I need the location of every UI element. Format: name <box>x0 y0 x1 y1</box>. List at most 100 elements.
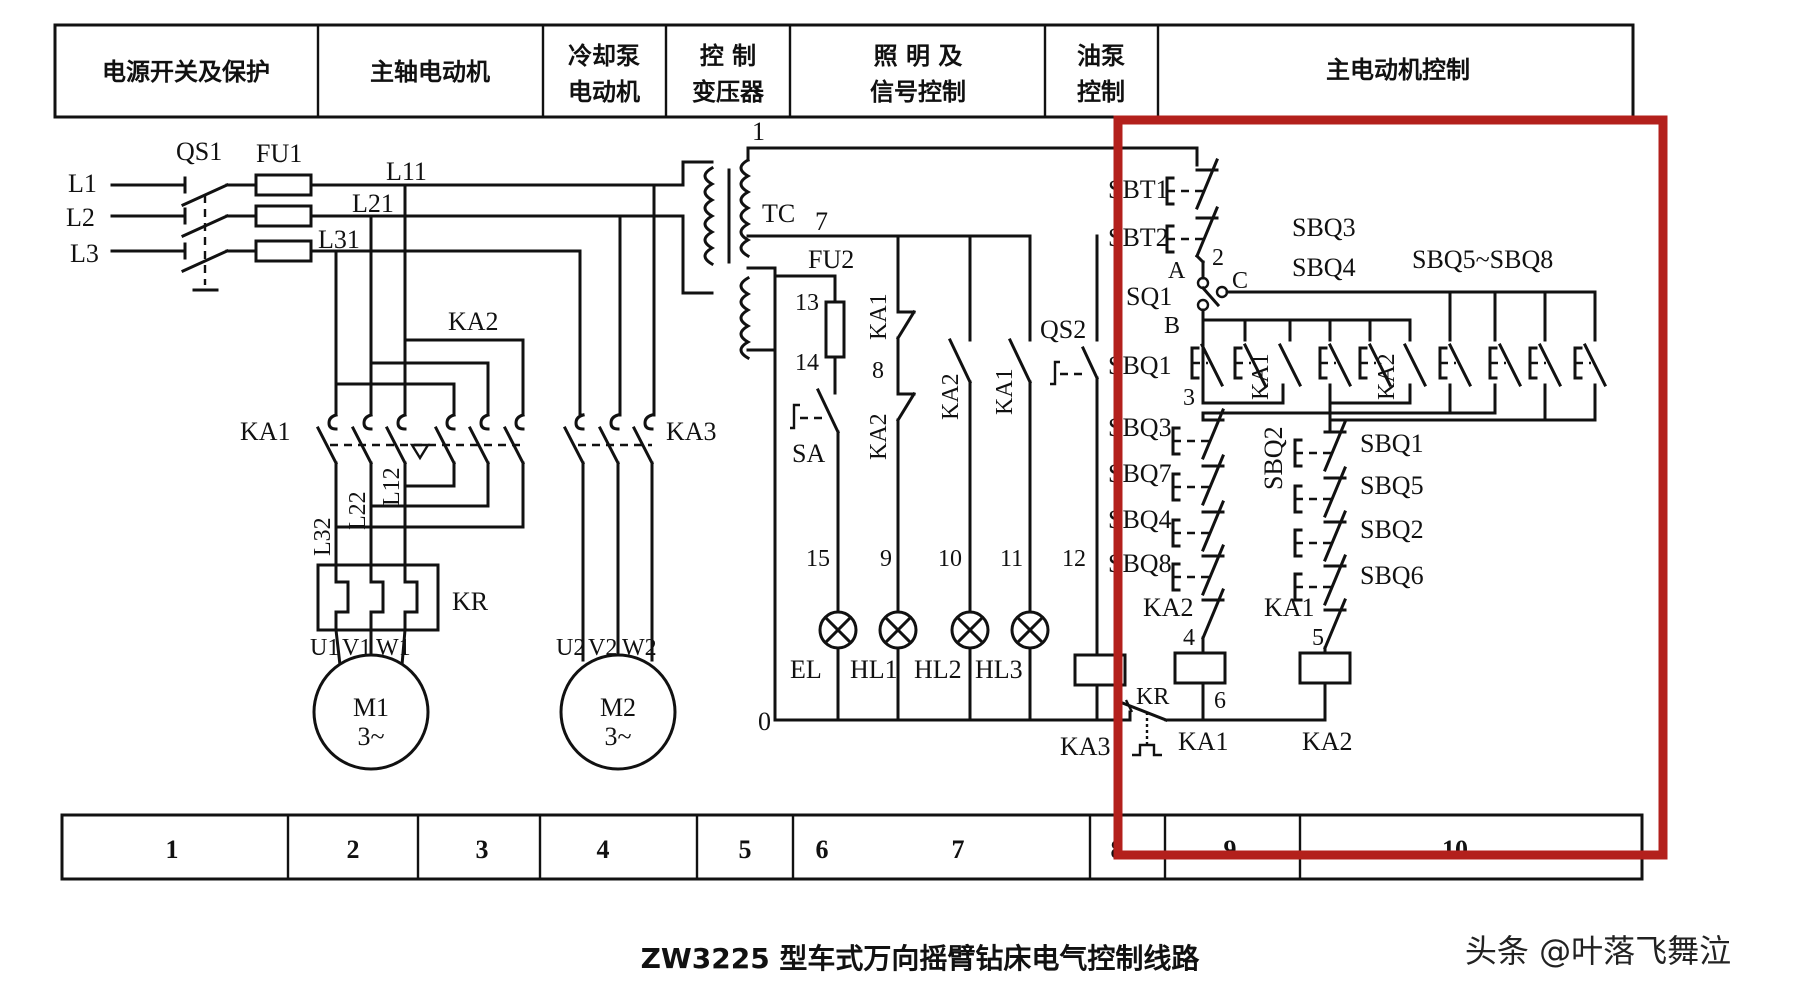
contact-spindle-3 <box>433 413 457 466</box>
lamp-hl2-icon <box>950 558 990 722</box>
power-section: L1 L2 L3 QS1 FU1 L11 L21 L31 <box>66 137 685 417</box>
label-ka3-coil: KA3 <box>1060 732 1111 761</box>
label-hl2: HL2 <box>914 655 962 684</box>
label-node-8: 8 <box>872 358 884 384</box>
fuse-fu1-a <box>254 173 313 197</box>
label-m1-type: 3~ <box>357 722 384 751</box>
label-ka1-main: KA1 <box>240 417 291 446</box>
limit-button-sbq6 <box>1488 342 1523 388</box>
label-sbq4-top: SBQ4 <box>1292 253 1356 282</box>
header-lighting-l2: 信号控制 <box>870 78 966 106</box>
label-u1: U1 <box>310 635 339 661</box>
lamp-hl3-icon <box>1010 558 1050 722</box>
label-kr-nc: KR <box>1136 684 1169 710</box>
header-oilpump-l1: 油泵 <box>1077 42 1125 70</box>
label-node-7: 7 <box>815 207 828 236</box>
zone-6: 6 <box>816 835 829 864</box>
label-sq1: SQ1 <box>1126 282 1172 311</box>
label-l21: L21 <box>352 189 394 218</box>
limit-button-sbq3-no <box>1233 342 1268 388</box>
zone-9: 9 <box>1224 835 1237 864</box>
limit-button-sbq5 <box>1438 342 1473 388</box>
coil-ka1 <box>1173 651 1227 685</box>
contact-spindle-1 <box>350 413 374 466</box>
label-l1: L1 <box>68 169 97 198</box>
label-l12: L12 <box>379 467 405 506</box>
stop-button-sbt1 <box>1165 158 1219 210</box>
header-coolant-l2: 电动机 <box>568 78 640 106</box>
label-node-0: 0 <box>758 707 771 736</box>
transformer-lighting-coil <box>739 275 752 361</box>
limit-button-sbq1 <box>1190 342 1225 388</box>
label-l3: L3 <box>70 239 99 268</box>
label-ka2-nc: KA2 <box>866 413 892 460</box>
label-l31: L31 <box>318 225 360 254</box>
limit-switch-left-2 <box>1171 500 1225 552</box>
zone-1: 1 <box>166 835 179 864</box>
limit-switch-right-1 <box>1293 466 1347 518</box>
label-node-14: 14 <box>795 350 819 376</box>
label-m2-type: 3~ <box>604 722 631 751</box>
label-ka1-nc: KA1 <box>866 293 892 340</box>
header-transformer-l2: 变压器 <box>692 78 765 106</box>
label-sa: SA <box>792 439 825 468</box>
label-tc: TC <box>762 199 795 228</box>
label-l32: L32 <box>310 517 336 556</box>
label-ka1-aux: KA1 <box>1248 353 1274 400</box>
label-node-9: 9 <box>880 546 892 572</box>
limit-switch-left-1 <box>1171 454 1225 506</box>
label-m1: M1 <box>353 693 389 722</box>
limit-button-sbq8 <box>1573 342 1608 388</box>
label-node-13: 13 <box>795 290 819 316</box>
zone-7: 7 <box>952 835 965 864</box>
label-node-4: 4 <box>1183 625 1195 651</box>
interlock-ka2-nc <box>1201 588 1225 640</box>
contact-ka1-aux <box>1277 342 1303 388</box>
label-hl3: HL3 <box>975 655 1023 684</box>
label-coil-ka2: KA2 <box>1302 727 1353 756</box>
label-node-15: 15 <box>806 546 830 572</box>
interlock-ka1-nc <box>1323 598 1347 650</box>
coolant-section: KA3 U2 V2 W2 M2 3~ <box>556 183 717 771</box>
contact-coolant-2 <box>631 413 655 466</box>
label-node-6: 6 <box>1214 688 1226 714</box>
zone-2: 2 <box>347 835 360 864</box>
label-node-11: 11 <box>1000 546 1023 572</box>
limit-switch-right-0 <box>1293 420 1347 472</box>
limit-switch-left-3 <box>1171 544 1225 596</box>
header-transformer-l1: 控 制 <box>700 42 756 70</box>
label-ka2-interlock: KA2 <box>1143 593 1194 622</box>
header-lighting-l1: 照 明 及 <box>874 42 963 70</box>
header-oilpump-l2: 控制 <box>1077 78 1125 106</box>
label-fu2: FU2 <box>808 245 854 274</box>
highlight-box <box>1113 115 1668 860</box>
zone-10: 10 <box>1442 835 1468 864</box>
motor-m2 <box>559 653 677 771</box>
label-m2: M2 <box>600 693 636 722</box>
lamp-hl1-icon <box>878 558 918 722</box>
fuse-fu1-c <box>254 239 313 263</box>
label-sq1-a: A <box>1168 258 1186 284</box>
zone-4: 4 <box>597 835 610 864</box>
label-ka2-no: KA2 <box>938 373 964 420</box>
contact-coolant-0 <box>562 413 586 466</box>
contact-coolant-1 <box>597 413 621 466</box>
header-coolant-l1: 冷却泵 <box>568 42 640 70</box>
zone-5: 5 <box>739 835 752 864</box>
contact-ka2-aux <box>1402 342 1428 388</box>
label-node-3: 3 <box>1183 385 1195 411</box>
label-l22: L22 <box>345 491 371 530</box>
transformer-secondary-coil <box>739 157 752 259</box>
label-u2: U2 <box>556 635 585 661</box>
label-el: EL <box>790 655 822 684</box>
label-l11: L11 <box>386 157 427 186</box>
limit-switch-left-0 <box>1171 408 1225 460</box>
diagram-caption: ZW3225 型车式万向摇臂钻床电气控制线路 <box>641 942 1201 975</box>
contact-spindle-2 <box>384 413 408 466</box>
transformer-primary-coil <box>703 165 716 267</box>
label-chain-r-0: SBQ1 <box>1360 429 1424 458</box>
label-chain-r-2: SBQ2 <box>1360 515 1424 544</box>
limit-button-sbq4-no <box>1318 342 1353 388</box>
label-fu1: FU1 <box>256 139 302 168</box>
